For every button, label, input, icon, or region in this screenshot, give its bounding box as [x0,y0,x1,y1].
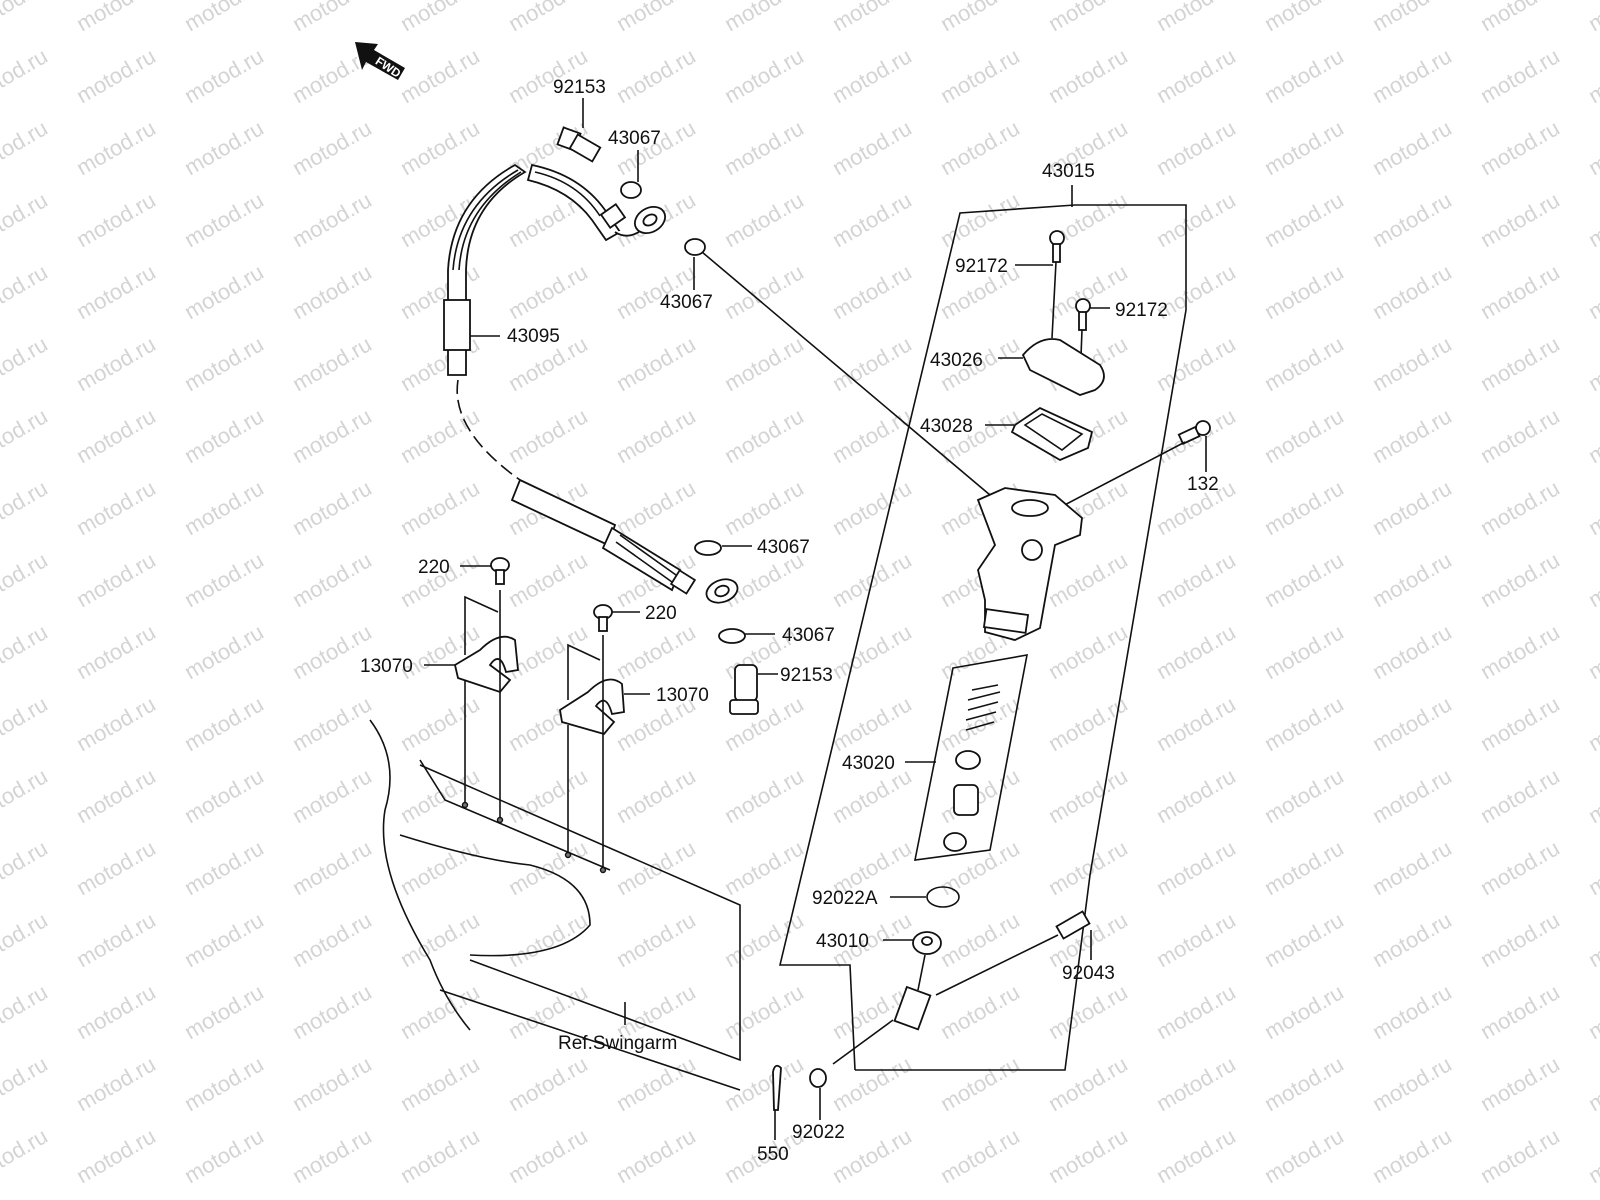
leader-lines [424,98,1207,1140]
banjo-bolt-bottom[interactable] [729,664,759,715]
part-label-132[interactable]: 132 [1187,474,1219,495]
mounting-bolt[interactable] [1054,420,1211,511]
part-label-550[interactable]: 550 [757,1144,789,1165]
part-label-92153-top[interactable]: 92153 [553,77,606,98]
part-label-43015[interactable]: 43015 [1042,161,1095,182]
part-label-43026[interactable]: 43026 [930,350,983,371]
part-label-43067-mid-a[interactable]: 43067 [757,537,810,558]
part-label-13070-b[interactable]: 13070 [656,685,709,706]
part-label-92022A[interactable]: 92022A [812,888,878,909]
cotter-pin[interactable] [772,1064,782,1111]
washer-mid-a[interactable] [694,540,722,556]
hose-clamp-b[interactable] [559,635,625,870]
part-label-92043[interactable]: 92043 [1062,963,1115,984]
part-label-92172-b[interactable]: 92172 [1115,300,1168,321]
part-label-13070-a[interactable]: 13070 [360,656,413,677]
part-label-43095[interactable]: 43095 [507,326,560,347]
pin[interactable] [935,910,1091,996]
part-label-43010[interactable]: 43010 [816,931,869,952]
piston-kit[interactable] [913,654,1029,861]
washer-top-b[interactable] [684,238,706,256]
ref-swingarm-label: Ref.Swingarm [558,1033,677,1054]
part-label-43067-mid-b[interactable]: 43067 [782,625,835,646]
reservoir-cap[interactable] [1021,338,1105,396]
washer-mid-b[interactable] [718,628,746,644]
hose-clamp-a[interactable] [453,590,519,820]
banjo-bolt-top[interactable] [556,126,602,163]
assembly-frame [778,185,1187,1071]
part-label-220-b[interactable]: 220 [645,603,677,624]
part-label-43067-top-a[interactable]: 43067 [608,128,661,149]
part-label-92022[interactable]: 92022 [792,1122,845,1143]
clamp-screw-b[interactable] [593,604,613,632]
washer-top-a[interactable] [620,181,642,199]
brake-hose[interactable] [443,163,741,607]
part-label-43020[interactable]: 43020 [842,753,895,774]
part-label-92153-bottom[interactable]: 92153 [780,665,833,686]
part-label-92172-a[interactable]: 92172 [955,256,1008,277]
master-cylinder-body[interactable] [976,487,1083,641]
swingarm-reference [369,719,741,1091]
circlip[interactable] [926,886,960,908]
cap-screw-a[interactable] [1049,230,1065,339]
push-rod[interactable] [893,931,942,1031]
part-label-43067-top-b[interactable]: 43067 [660,292,713,313]
part-label-43028[interactable]: 43028 [920,416,973,437]
part-label-220-a[interactable]: 220 [418,557,450,578]
fwd-arrow-icon: FWD [355,42,405,81]
washer-bottom[interactable] [809,1068,827,1088]
diaphragm[interactable] [1010,406,1094,462]
clamp-screw-a[interactable] [490,557,510,585]
